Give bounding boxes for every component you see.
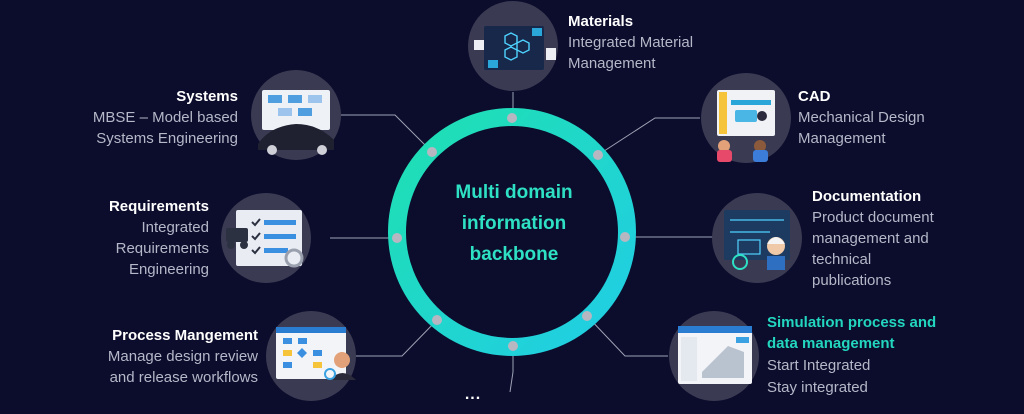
systems-desc-line: Systems Engineering	[96, 130, 238, 147]
systems-label: Systems MBSE – Model based Systems Engin…	[93, 86, 238, 149]
process-desc-line: and release workflows	[109, 369, 258, 386]
documentation-desc-line: publications	[812, 272, 892, 289]
documentation-desc-line: management and	[812, 230, 929, 247]
materials-label: Materials Integrated Material Management	[568, 11, 693, 74]
requirements-desc-line: Integrated	[141, 219, 209, 236]
cad-desc-line: Management	[798, 130, 886, 147]
backbone-title-line: Multi domain	[455, 182, 573, 203]
backbone-title: Multi domain information backbone	[410, 177, 618, 270]
documentation-title: Documentation	[812, 188, 922, 205]
documentation-thumbnail-icon	[712, 193, 802, 283]
requirements-thumbnail-icon	[221, 193, 311, 283]
cad-thumbnail-icon	[701, 73, 791, 163]
process-title: Process Mangement	[112, 327, 258, 344]
systems-thumbnail-icon	[251, 70, 341, 160]
process-thumbnail-icon	[266, 311, 356, 401]
simulation-title-line: Simulation process and	[767, 314, 937, 331]
more-domains-ellipsis: ...	[464, 386, 482, 403]
process-desc-line: Manage design review	[107, 348, 258, 365]
systems-desc-line: MBSE – Model based	[92, 109, 238, 126]
requirements-desc-line: Requirements	[115, 240, 209, 257]
ring-nodes	[392, 113, 630, 351]
simulation-title-line: data management	[767, 335, 895, 352]
documentation-desc-line: Product document	[812, 209, 934, 226]
cad-label: CAD Mechanical Design Management	[798, 86, 925, 149]
backbone-title-line: backbone	[469, 244, 559, 265]
simulation-thumbnail-icon	[669, 311, 759, 401]
requirements-desc-line: Engineering	[128, 261, 209, 278]
requirements-label: Requirements Integrated Requirements Eng…	[109, 196, 209, 280]
connector-lines	[330, 92, 714, 393]
materials-desc-line: Integrated Material	[568, 34, 694, 51]
backbone-title-line: information	[461, 213, 567, 234]
systems-title: Systems	[176, 88, 238, 105]
requirements-title: Requirements	[108, 198, 209, 215]
materials-desc-line: Management	[568, 55, 656, 72]
materials-thumbnail-icon	[468, 1, 558, 91]
process-label: Process Mangement Manage design review a…	[108, 325, 258, 388]
materials-title: Materials	[568, 13, 634, 30]
cad-desc-line: Mechanical Design	[798, 109, 925, 126]
documentation-label: Documentation Product document managemen…	[812, 186, 934, 291]
documentation-desc-line: technical	[812, 251, 872, 268]
simulation-label: Simulation process and data management S…	[767, 312, 936, 398]
simulation-desc-line: Start Integrated	[767, 357, 871, 374]
cad-title: CAD	[798, 88, 831, 105]
simulation-desc-line: Stay integrated	[767, 379, 868, 396]
